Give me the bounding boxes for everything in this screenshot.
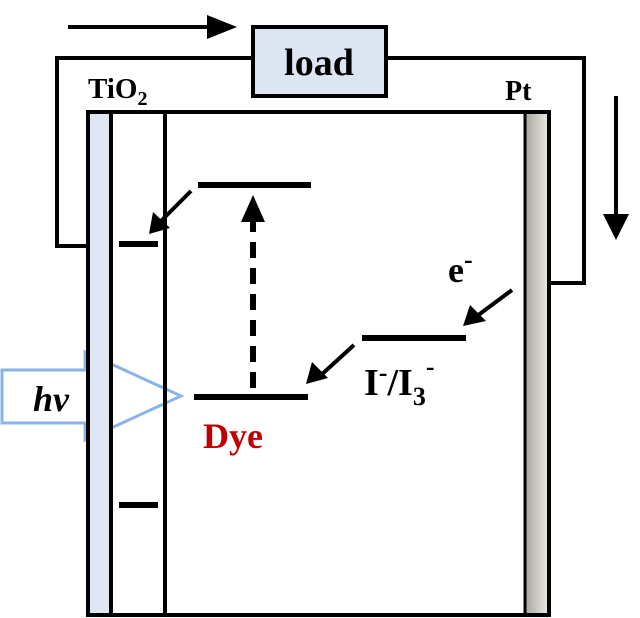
excitation-arrow [241,195,265,388]
injection-arrowhead [149,212,170,234]
regeneration-arrow [318,343,356,378]
current-arrow-down [603,96,629,240]
redox-label: I-/I3- [364,352,435,411]
electron-label: e- [448,245,473,290]
energy-levels [119,182,466,508]
pt-label: Pt [505,76,532,107]
current-arrow-right [68,15,237,39]
regeneration-arrowhead [306,362,328,384]
cell [86,110,551,617]
dye-label: Dye [203,416,263,456]
fto-glass-strip [89,114,109,613]
tio2-label: TiO2 [88,73,147,110]
light-label: hv [33,379,70,419]
pt-electrode [526,114,547,613]
load-label: load [284,42,354,84]
electron-return-arrow [475,288,514,318]
injection-arrow [158,189,193,224]
external-circuit [55,56,586,285]
load-box: load [251,25,388,98]
electron-return-arrowhead [463,305,486,326]
